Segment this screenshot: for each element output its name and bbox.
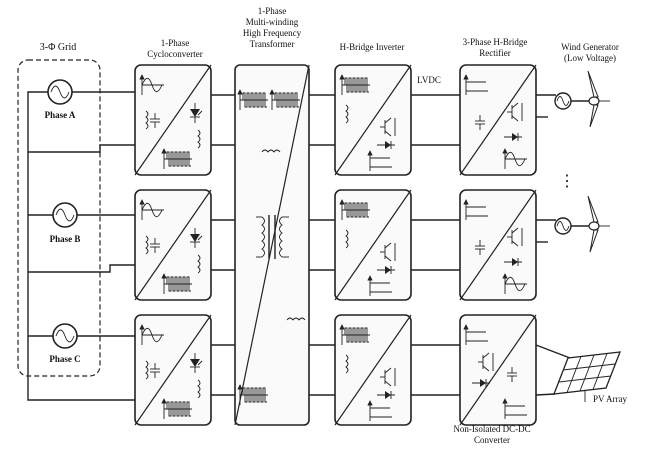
transformer-icon bbox=[256, 215, 289, 259]
ac-source-icon bbox=[52, 323, 78, 349]
dcdc-converter-block bbox=[459, 314, 537, 426]
pv-wire bbox=[535, 393, 556, 396]
dc-waveform bbox=[463, 199, 488, 220]
ac-source-icon bbox=[52, 202, 78, 228]
igbt-icon bbox=[380, 117, 396, 137]
wind-title-1: Wind Generator bbox=[561, 42, 619, 52]
capacitor-icon bbox=[507, 367, 517, 382]
diode-icon bbox=[377, 141, 395, 149]
inductor-icon bbox=[345, 104, 349, 124]
capacitor-icon bbox=[475, 115, 485, 130]
igbt-icon bbox=[380, 367, 396, 387]
hf-pulse-waveform bbox=[339, 199, 370, 220]
capacitor-icon bbox=[150, 113, 160, 128]
inductor-icon bbox=[345, 354, 349, 374]
pv-array-label: PV Array bbox=[593, 394, 628, 404]
sine-waveform bbox=[139, 74, 164, 95]
hbridge-rectifier-block bbox=[459, 189, 537, 301]
hbridge-inverter-block bbox=[334, 189, 412, 301]
xfmr-title-2: Multi-winding bbox=[246, 17, 299, 27]
dcdc-title-1: Non-Isolated DC-DC bbox=[453, 424, 530, 434]
sine-waveform bbox=[139, 199, 164, 220]
diode-icon bbox=[504, 133, 522, 141]
cyclo-title-2: Cycloconverter bbox=[147, 49, 202, 59]
dc-waveform bbox=[367, 275, 392, 296]
diode-icon bbox=[472, 379, 490, 387]
xfmr-title-4: Transformer bbox=[250, 39, 295, 49]
phase-c-label: Phase C bbox=[49, 354, 80, 364]
hbridge-rectifier-block bbox=[459, 64, 537, 176]
grid-boundary bbox=[17, 59, 101, 377]
hf-pulse-waveform bbox=[269, 89, 300, 110]
dc-waveform bbox=[367, 400, 392, 421]
wind-title-2: (Low Voltage) bbox=[564, 53, 616, 63]
grid-label: 3-Φ Grid bbox=[40, 42, 76, 53]
diode-icon bbox=[377, 266, 395, 274]
cyclo-title-1: 1-Phase bbox=[161, 38, 190, 48]
pv-wire bbox=[535, 344, 571, 359]
rectifier-title-2: Rectifier bbox=[479, 48, 510, 58]
hbridge-title: H-Bridge Inverter bbox=[340, 42, 405, 52]
cycloconverter-block bbox=[134, 64, 212, 176]
inductor-icon bbox=[145, 360, 149, 380]
thyristor-icon bbox=[190, 353, 203, 373]
lvdc-label: LVDC bbox=[417, 75, 441, 85]
hbridge-inverter-block bbox=[334, 64, 412, 176]
phase-a-label: Phase A bbox=[45, 110, 76, 120]
dcdc-title-2: Converter bbox=[474, 435, 510, 445]
diode-icon bbox=[377, 391, 395, 399]
hbridge-inverter-block bbox=[334, 314, 412, 426]
capacitor-icon bbox=[475, 240, 485, 255]
sine-waveform bbox=[139, 324, 164, 345]
hf-pulse-waveform bbox=[237, 384, 268, 405]
rectifier-title-1: 3-Phase H-Bridge bbox=[463, 37, 528, 47]
inductor-icon bbox=[197, 254, 201, 274]
inductor-icon bbox=[345, 229, 349, 249]
hf-pulse-waveform bbox=[161, 148, 192, 169]
grid-wiring bbox=[27, 91, 135, 401]
pv-panel-icon bbox=[553, 351, 621, 402]
hf-pulse-waveform bbox=[339, 324, 370, 345]
hf-pulse-waveform bbox=[161, 398, 192, 419]
wind-turbine-icon bbox=[536, 70, 610, 128]
inductor-icon bbox=[145, 235, 149, 255]
cycloconverter-block bbox=[134, 189, 212, 301]
phase-b-label: Phase B bbox=[50, 234, 81, 244]
inductor-icon bbox=[197, 129, 201, 149]
capacitor-icon bbox=[150, 238, 160, 253]
xfmr-title-3: High Frequency bbox=[243, 28, 302, 38]
inductor-icon bbox=[145, 110, 149, 130]
igbt-icon bbox=[507, 102, 523, 122]
dc-waveform bbox=[463, 324, 488, 345]
sine-waveform bbox=[502, 273, 527, 294]
inductor-icon bbox=[261, 149, 306, 321]
cycloconverter-block bbox=[134, 314, 212, 426]
hf-pulse-waveform bbox=[237, 89, 268, 110]
sine-waveform bbox=[502, 148, 527, 169]
hf-transformer-block bbox=[234, 64, 310, 426]
igbt-icon bbox=[380, 242, 396, 262]
capacitor-icon bbox=[150, 363, 160, 378]
thyristor-icon bbox=[190, 103, 203, 123]
wind-turbine-icon bbox=[536, 195, 610, 253]
hf-pulse-waveform bbox=[161, 273, 192, 294]
ellipsis-mark: ⋮ bbox=[559, 173, 575, 190]
ac-source-icon bbox=[47, 79, 73, 105]
thyristor-icon bbox=[190, 228, 203, 248]
igbt-icon bbox=[478, 352, 494, 372]
xfmr-title-1: 1-Phase bbox=[258, 6, 287, 16]
hf-pulse-waveform bbox=[339, 74, 370, 95]
igbt-icon bbox=[507, 227, 523, 247]
dc-waveform bbox=[463, 74, 488, 95]
dc-waveform bbox=[367, 150, 392, 171]
dc-waveform bbox=[502, 398, 527, 419]
diode-icon bbox=[504, 258, 522, 266]
inductor-icon bbox=[197, 379, 201, 399]
